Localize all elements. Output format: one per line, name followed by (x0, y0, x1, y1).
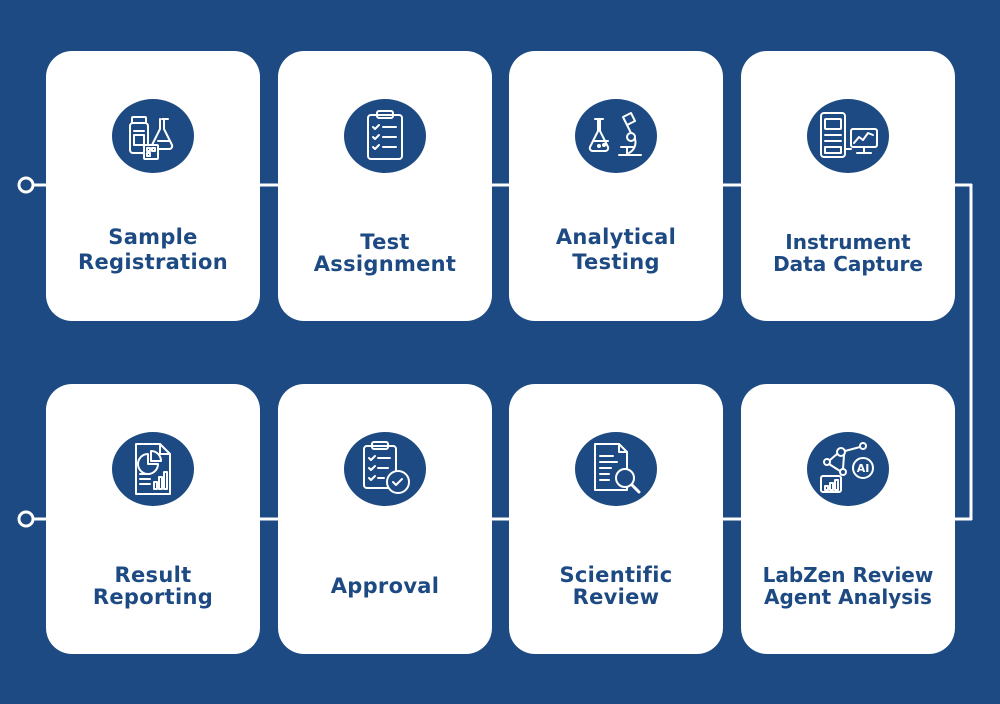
step-label-line: Agent Analysis (764, 585, 932, 609)
checklist-approved-icon (344, 432, 426, 506)
step-label-line: Review (572, 585, 660, 609)
clipboard-checklist-icon (344, 99, 426, 173)
flow-start-node (17, 176, 35, 194)
step-label-line: Scientific (559, 563, 673, 587)
step-label: Approval (282, 574, 488, 599)
step-label: LabZen Review Agent Analysis (745, 564, 951, 608)
step-card-test-assignment: Test Assignment (278, 51, 492, 321)
instrument-monitor-icon (807, 99, 889, 173)
step-label: Result Reporting (50, 564, 256, 608)
step-label: Analytical Testing (513, 225, 719, 275)
step-label-line: Data Capture (773, 252, 923, 276)
step-card-analytical-testing: Analytical Testing (509, 51, 723, 321)
step-label-line: Analytical (555, 225, 677, 249)
ai-network-icon: AI (807, 432, 889, 506)
step-card-sample-registration: Sample Registration (46, 51, 260, 321)
step-label: Test Assignment (282, 231, 488, 275)
step-card-result-reporting: Result Reporting (46, 384, 260, 654)
flow-end-node (17, 510, 35, 528)
svg-text:AI: AI (857, 462, 870, 475)
step-label: Instrument Data Capture (745, 231, 951, 275)
step-label-line: Approval (330, 574, 440, 598)
step-label-line: Testing (572, 250, 660, 274)
step-card-labzen-review-agent-analysis: AI LabZen Review Agent Analysis (741, 384, 955, 654)
step-label-line: Result (114, 563, 192, 587)
report-chart-icon (112, 432, 194, 506)
document-magnifier-icon (575, 432, 657, 506)
flask-microscope-icon (575, 99, 657, 173)
step-card-approval: Approval (278, 384, 492, 654)
step-label-line: LabZen Review (762, 563, 934, 587)
step-label-line: Sample (108, 225, 198, 249)
step-card-scientific-review: Scientific Review (509, 384, 723, 654)
step-label-line: Assignment (313, 252, 457, 276)
sample-vials-icon (112, 99, 194, 173)
step-label-line: Registration (78, 250, 228, 274)
step-label-line: Test (360, 230, 410, 254)
step-label-line: Instrument (785, 230, 911, 254)
step-label: Scientific Review (513, 564, 719, 608)
step-label-line: Reporting (92, 585, 214, 609)
step-card-instrument-data-capture: Instrument Data Capture (741, 51, 955, 321)
step-label: Sample Registration (50, 225, 256, 275)
